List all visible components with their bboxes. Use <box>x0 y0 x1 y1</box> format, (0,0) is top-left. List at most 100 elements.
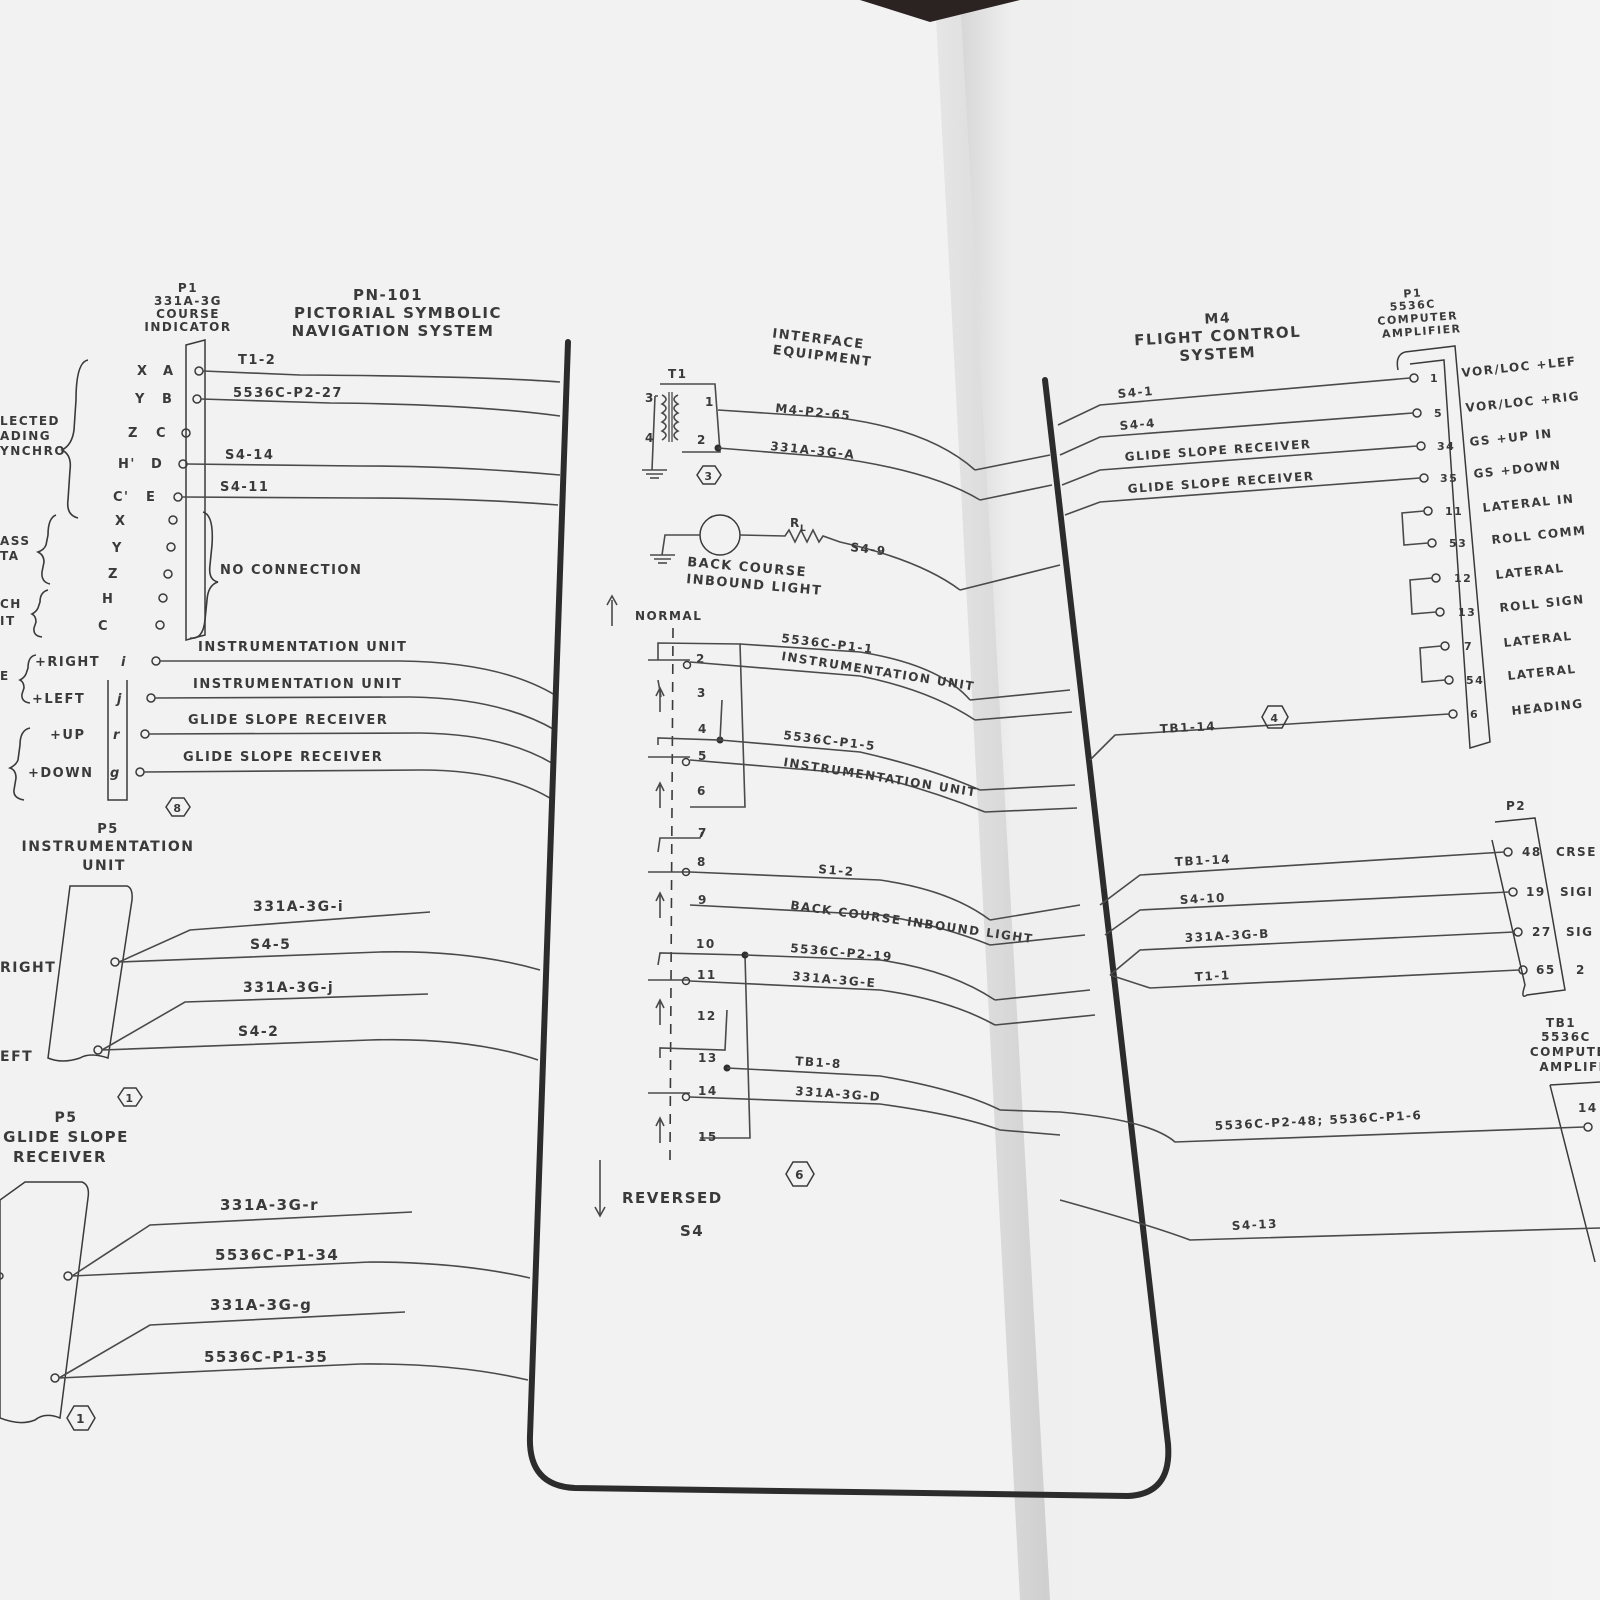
pn101-name-1: PICTORIAL SYMBOLIC <box>294 304 502 322</box>
m4-name-2: SYSTEM <box>1179 343 1257 365</box>
p5-side-right: RIGHT <box>0 960 56 976</box>
p2-wire-s4-10: S4-10 <box>1179 891 1226 907</box>
p1-letter-h2: H <box>102 592 114 607</box>
paper-right <box>960 0 1600 1600</box>
tb1-label-4: AMPLIFI <box>1539 1060 1600 1074</box>
p2-pin-19: 19 <box>1526 885 1546 899</box>
note-hex-6 <box>785 1161 815 1187</box>
s4-label: S4 <box>680 1222 704 1240</box>
resistor-label: R <box>790 516 801 530</box>
wire-glide-1: GLIDE SLOPE RECEIVER <box>188 713 388 728</box>
note-hex-1b <box>66 1405 96 1431</box>
m4-pin-53: 53 <box>1449 537 1467 550</box>
glide-wire-331a-g: 331A-3G-g <box>210 1296 312 1314</box>
p5-wire-s4-5: S4-5 <box>250 937 291 953</box>
note-1b: 1 <box>76 1412 86 1426</box>
p1-group-labels: LECTED ADING YNCHRO ASS TA CH IT E <box>0 359 89 801</box>
s4-pin-9: 9 <box>698 893 708 907</box>
s4-pin-4: 4 <box>698 722 708 736</box>
s4-pin-13: 13 <box>698 1051 718 1065</box>
p1-label-3: COURSE <box>156 307 220 321</box>
note-hex-8 <box>165 797 191 817</box>
m4-pin-35: 35 <box>1440 472 1458 485</box>
m4-wire-s4-4: S4-4 <box>1119 416 1156 433</box>
wire-instr-unit-1: INSTRUMENTATION UNIT <box>198 640 407 655</box>
p5-instr-label-3: UNIT <box>82 858 126 874</box>
p1-pin-e: E <box>146 490 156 505</box>
pn101-code: PN-101 <box>353 286 423 304</box>
m4-pin-12: 12 <box>1454 572 1472 585</box>
note-1a: 1 <box>125 1092 134 1105</box>
p5-instr-label-2: INSTRUMENTATION <box>21 839 194 855</box>
note-4: 4 <box>1270 712 1279 725</box>
s4-pin-2: 2 <box>696 652 706 666</box>
m4-pin-5: 5 <box>1434 407 1443 420</box>
note-hex-1a <box>117 1087 143 1107</box>
note-hex-4 <box>1261 705 1289 729</box>
glide-wire-p1-34: 5536C-P1-34 <box>215 1246 339 1264</box>
m4-wire-s4-1: S4-1 <box>1117 384 1154 401</box>
s4-wire-s1-2: S1-2 <box>818 862 855 879</box>
s4-pin-11: 11 <box>697 968 717 982</box>
tb1-label-3: COMPUTE <box>1530 1045 1600 1059</box>
s4-pin-5: 5 <box>698 749 708 763</box>
m4-pin-6: 6 <box>1470 708 1479 721</box>
wire-instr-unit-2: INSTRUMENTATION UNIT <box>193 677 402 692</box>
tb1-label-1: TB1 <box>1546 1016 1576 1030</box>
p5-glide-label-2: GLIDE SLOPE <box>3 1128 129 1146</box>
p5-glide-shell <box>0 1181 90 1424</box>
p1-letter-y: Y <box>134 392 146 407</box>
p1-pin-c: C <box>156 426 167 441</box>
p1-course-indicator: P1 331A-3G COURSE INDICATOR <box>107 281 231 801</box>
p2-fn-sig-2: SIG <box>1566 925 1593 939</box>
p5-glide-label-1: P5 <box>54 1110 77 1126</box>
note-8: 8 <box>173 802 182 815</box>
p2-wire-t1-1: T1-1 <box>1194 968 1231 984</box>
bus-crossings <box>989 904 1096 1136</box>
p2-label: P2 <box>1506 799 1526 813</box>
note-3: 3 <box>704 470 713 483</box>
p1-pin-rows: X A Y B Z C H' D C' E X Y Z H C NO CONNE… <box>98 364 361 639</box>
pin-g: g <box>110 766 121 781</box>
side-down: +DOWN <box>28 766 93 781</box>
background-edge <box>860 0 1020 22</box>
glide-wire-p1-35: 5536C-P1-35 <box>204 1348 328 1366</box>
pin-r: r <box>113 728 121 743</box>
p1-letter-z2: Z <box>108 567 119 582</box>
m4-wire-tb1-14: TB1-14 <box>1159 719 1216 736</box>
p2-pin-65: 65 <box>1536 963 1556 977</box>
p2-pin-27: 27 <box>1532 925 1552 939</box>
wire-s4-14: S4-14 <box>225 448 274 463</box>
p1-label-2: 331A-3G <box>154 294 222 308</box>
p5-wire-331a-i: 331A-3G-i <box>253 899 344 915</box>
wire-t1-2: T1-2 <box>238 353 276 368</box>
p5-instr-label-1: P5 <box>97 822 119 837</box>
t1-label: T1 <box>668 367 688 381</box>
m4-p1-label-1: P1 <box>1403 286 1423 300</box>
m4-p1-label-4: AMPLIFIER <box>1382 322 1462 341</box>
side-up: +UP <box>50 728 85 743</box>
p1-connector-shell <box>185 339 206 641</box>
p1-label-4: INDICATOR <box>144 320 231 334</box>
s4-pin-12: 12 <box>697 1009 717 1023</box>
m4-pin-11: 11 <box>1445 505 1463 518</box>
p5-wire-s4-2: S4-2 <box>238 1024 279 1040</box>
group-label-synchro: YNCHRO <box>0 444 66 458</box>
p5-side-left: EFT <box>0 1049 33 1065</box>
pn101-name-2: NAVIGATION SYSTEM <box>292 322 495 340</box>
s4-wire-tb1-8: TB1-8 <box>795 1054 842 1071</box>
side-right: +RIGHT <box>35 655 100 670</box>
p1-pin-b: B <box>162 392 173 407</box>
p1-lower-pins: +RIGHT i +LEFT j +UP r +DOWN g 8 <box>28 655 191 817</box>
wire-glide-2: GLIDE SLOPE RECEIVER <box>183 750 383 765</box>
page-gutter <box>935 0 1050 1600</box>
group-label-unit: IT <box>0 614 16 628</box>
p2-pin-48: 48 <box>1522 845 1542 859</box>
p1-wires: T1-2 5536C-P2-27 S4-14 S4-11 INSTRUMENTA… <box>143 353 561 801</box>
m4-p1-label-2: 5536C <box>1389 297 1436 313</box>
glide-wire-331a-r: 331A-3G-r <box>220 1196 319 1214</box>
group-label-course: E <box>0 669 10 683</box>
group-label-compass: ASS <box>0 534 31 548</box>
m4-code: M4 <box>1204 310 1231 327</box>
